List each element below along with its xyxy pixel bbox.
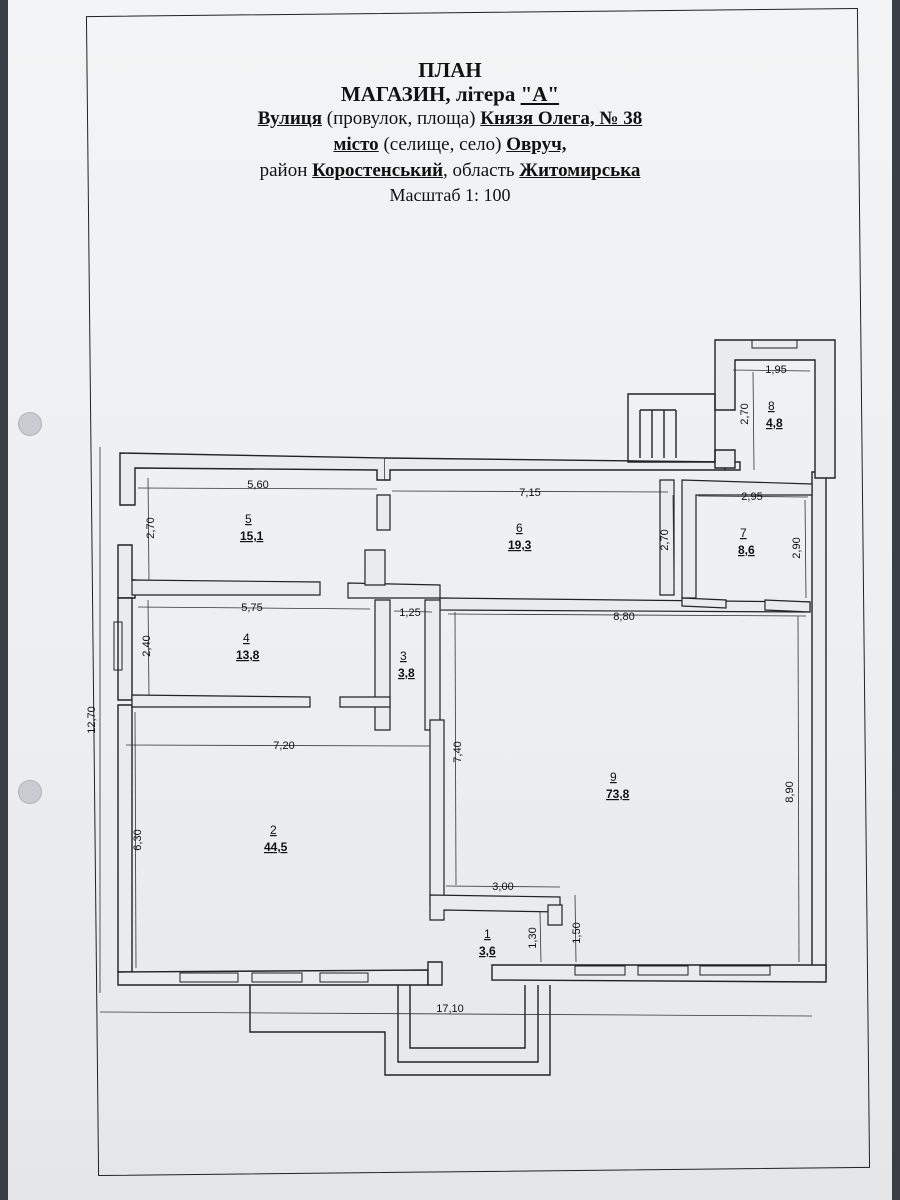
dimension-labels: 17,10 12,70 5,60 2,70 7,15 2,70 2,95 2,9…: [86, 364, 803, 1015]
room-6-area: 19,3: [508, 538, 532, 552]
district-prefix: район: [259, 160, 313, 181]
room-2-number: 2: [270, 823, 277, 837]
windows: [113, 339, 798, 983]
room-3-area: 3,8: [398, 666, 415, 680]
street-line: Вулиця (провулок, площа) Князя Олега, № …: [0, 106, 900, 132]
dim-r1-width: 3,00: [492, 881, 513, 893]
scale-label: Масштаб 1: 100: [389, 185, 511, 205]
room-5-number: 5: [245, 512, 252, 526]
dim-r7-width: 2,95: [741, 491, 762, 503]
dim-r2-height: 6,30: [132, 829, 144, 850]
dim-r5-width: 5,60: [247, 479, 268, 491]
room-8-area: 4,8: [766, 416, 783, 430]
room-8-number: 8: [768, 399, 775, 413]
dim-r9-height: 8,90: [784, 781, 796, 802]
plan-title: ПЛАН: [418, 58, 482, 82]
dim-r3-width: 1,25: [399, 607, 420, 619]
district-line: район Коростенський, область Житомирська: [0, 158, 900, 184]
district-name: Коростенський: [312, 160, 444, 181]
oblast-name: Житомирська: [519, 160, 641, 181]
dim-r4-width: 5,75: [241, 602, 262, 614]
room-labels: 5 15,1 6 19,3 7 8,6 8 4,8 4 13,8 3 3,8 9…: [236, 399, 783, 958]
street-name: Князя Олега, № 38: [480, 108, 643, 129]
letter-value: "А": [520, 82, 560, 106]
street-kind: Вулиця: [257, 108, 323, 129]
dim-r1-height-a: 1,30: [527, 927, 539, 948]
dim-total-height: 12,70: [86, 706, 98, 734]
settlement-options: (селище, село): [378, 134, 507, 155]
dim-r6-width: 7,15: [519, 487, 540, 499]
dim-r7-height: 2,90: [791, 537, 803, 558]
room-7-area: 8,6: [738, 543, 755, 557]
settlement-name: Овруч,: [506, 134, 567, 155]
room-1-number: 1: [484, 927, 491, 941]
settlement-kind: місто: [333, 134, 379, 155]
object-line: МАГАЗИН, літера "А": [0, 82, 900, 106]
room-5-area: 15,1: [240, 529, 264, 543]
dimension-lines: [99, 369, 813, 1017]
room-3-number: 3: [400, 649, 407, 663]
object-type: МАГАЗИН: [340, 82, 446, 106]
room-9-area: 73,8: [606, 787, 630, 801]
dim-r2-width: 7,20: [273, 740, 294, 752]
street-options: (провулок, площа): [322, 108, 481, 129]
dim-r8-width: 1,95: [765, 364, 786, 376]
room-2-area: 44,5: [264, 840, 288, 854]
binder-hole: [18, 412, 42, 436]
dim-r9-left-height: 7,40: [452, 741, 464, 762]
inner-walls: [131, 479, 813, 926]
plan-header: ПЛАН МАГАЗИН, літера "А" Вулиця (провуло…: [0, 58, 900, 206]
room-7-number: 7: [740, 526, 747, 540]
dim-r9-width: 8,80: [613, 611, 634, 623]
dim-total-width: 17,10: [436, 1003, 464, 1015]
dim-r4-height: 2,40: [141, 635, 153, 656]
dim-r1-height-b: 1,50: [571, 922, 583, 943]
oblast-prefix: , область: [443, 160, 520, 181]
dim-r5-height: 2,70: [145, 517, 157, 538]
room-4-area: 13,8: [236, 648, 260, 662]
dim-r8-height: 2,70: [739, 403, 751, 424]
room-6-number: 6: [516, 521, 523, 535]
room-9-number: 9: [610, 770, 617, 784]
room-4-number: 4: [243, 631, 250, 645]
letter-text: , літера: [445, 82, 521, 106]
room-1-area: 3,6: [479, 944, 496, 958]
settlement-line: місто (селище, село) Овруч,: [0, 132, 900, 158]
dim-r6-height: 2,70: [659, 529, 671, 550]
binder-hole: [18, 780, 42, 804]
